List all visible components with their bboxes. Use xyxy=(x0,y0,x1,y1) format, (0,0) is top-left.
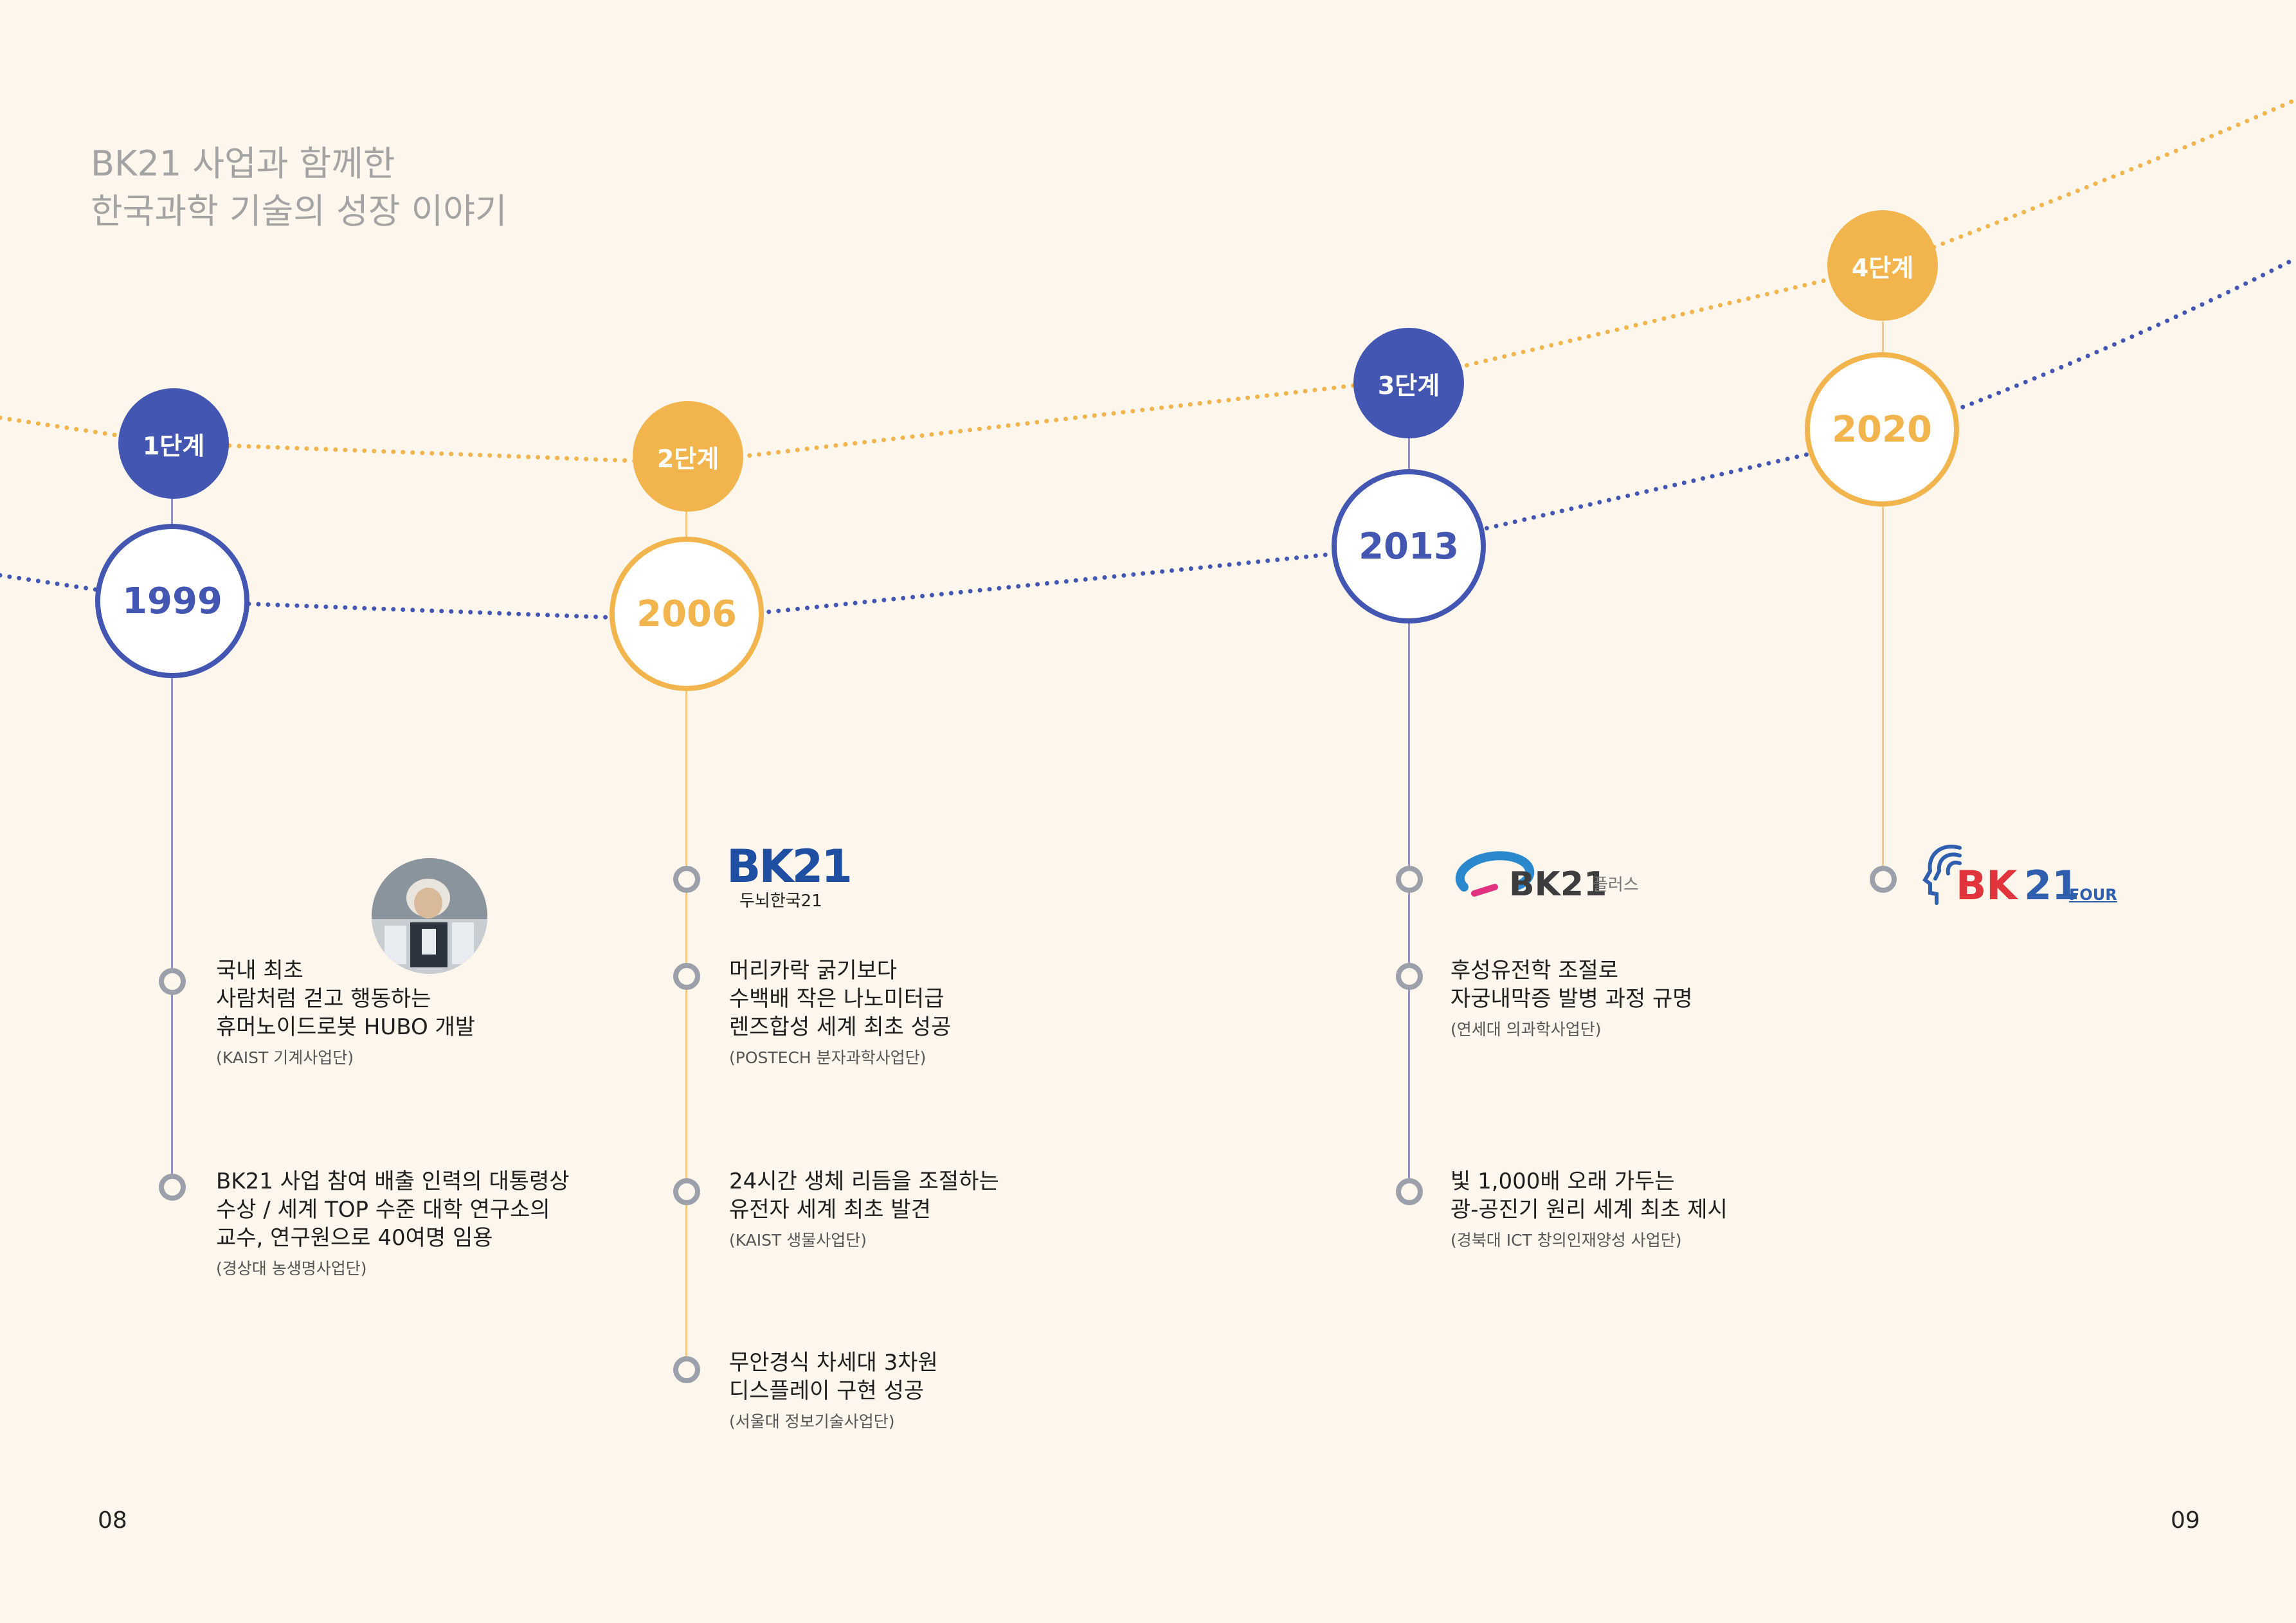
bk21-plus-logo: BK21 플러스 xyxy=(1450,847,1643,911)
entry-line: 24시간 생체 리듬을 조절하는 xyxy=(729,1169,999,1194)
phase2-badge: 2단계 xyxy=(633,401,743,512)
phase1-item1: 국내 최초 사람처럼 걷고 행동하는 휴머노이드로봇 HUBO 개발 (KAIS… xyxy=(216,956,615,1071)
bk21-logo-subtitle: 두뇌한국21 xyxy=(739,892,822,911)
bk21-logo-mark: BK21 xyxy=(727,840,853,893)
phase4-label: 4단계 xyxy=(1851,253,1914,282)
entry-line: 디스플레이 구현 성공 xyxy=(729,1378,925,1404)
entry-line: 휴머노이드로봇 HUBO 개발 xyxy=(216,1014,476,1040)
phase2-item2: 24시간 생체 리듬을 조절하는 유전자 세계 최초 발견 (KAIST 생물사… xyxy=(729,1167,1128,1253)
phase2-item2-bullet xyxy=(673,1178,700,1205)
title-line-2: 한국과학 기술의 성장 이야기 xyxy=(91,191,507,231)
phase3-label: 3단계 xyxy=(1377,371,1440,400)
bk21-logo: BK21 두뇌한국21 xyxy=(727,842,855,911)
phase2-item1-bullet xyxy=(673,963,700,990)
phase2-item3-bullet xyxy=(673,1356,700,1383)
phase1-item2-bullet xyxy=(159,1174,186,1201)
entry-line: 교수, 연구원으로 40여명 임용 xyxy=(216,1225,493,1251)
phase3-item2: 빛 1,000배 오래 가두는 광-공진기 원리 세계 최초 제시 (경북대 I… xyxy=(1451,1167,1849,1253)
phase4-badge: 4단계 xyxy=(1827,210,1938,321)
year-1999: 1999 xyxy=(122,580,222,622)
entry-line: 렌즈합성 세계 최초 성공 xyxy=(729,1014,952,1040)
phase3-logo-bullet xyxy=(1396,866,1423,893)
bk21-four-subtitle: FOUR xyxy=(2069,886,2117,904)
entry-line: 광-공진기 원리 세계 최초 제시 xyxy=(1451,1197,1728,1223)
phase2-item3: 무안경식 차세대 3차원 디스플레이 구현 성공 (서울대 정보기술사업단) xyxy=(729,1349,1128,1435)
entry-line: 후성유전학 조절로 xyxy=(1451,958,1619,983)
entry-line: 수백배 작은 나노미터급 xyxy=(729,986,945,1012)
entry-line: 머리카락 굵기보다 xyxy=(729,958,898,983)
phase2-logo-bullet xyxy=(673,866,700,893)
phase1-item1-bullet xyxy=(159,968,186,995)
entry-source: (KAIST 기계사업단) xyxy=(216,1048,354,1067)
entry-line: 국내 최초 xyxy=(216,958,303,983)
bk21-four-num: 21 xyxy=(2024,862,2080,909)
page-number-left: 08 xyxy=(98,1507,127,1534)
entry-source: (경북대 ICT 창의인재양성 사업단) xyxy=(1451,1231,1682,1250)
year-1999-circle: 1999 xyxy=(95,524,249,678)
phase2-connector xyxy=(685,511,687,1372)
phase3-item2-bullet xyxy=(1396,1178,1423,1205)
phase1-badge: 1단계 xyxy=(118,388,229,499)
phase3-connector xyxy=(1408,437,1410,1189)
bk21-four-logo: BK 21 FOUR xyxy=(1922,839,2117,913)
bk21-four-bk: BK xyxy=(1956,862,2018,909)
phase3-badge: 3단계 xyxy=(1353,328,1464,438)
bk21-four-head-icon xyxy=(1922,845,1962,905)
page-number-right: 09 xyxy=(2171,1507,2200,1534)
entry-line: 수상 / 세계 TOP 수준 대학 연구소의 xyxy=(216,1197,550,1223)
title-line-1: BK21 사업과 함께한 xyxy=(91,143,395,184)
entry-source: (POSTECH 분자과학사업단) xyxy=(729,1048,927,1067)
bk21-plus-subtitle: 플러스 xyxy=(1593,875,1639,895)
phase1-connector xyxy=(171,495,173,1189)
bk21-plus-mark: BK21 xyxy=(1509,865,1607,904)
entry-source: (경상대 농생명사업단) xyxy=(216,1259,367,1278)
entry-line: 자궁내막증 발병 과정 규명 xyxy=(1451,986,1693,1012)
year-2020-circle: 2020 xyxy=(1805,352,1959,507)
entry-source: (서울대 정보기술사업단) xyxy=(729,1412,895,1431)
entry-source: (연세대 의과학사업단) xyxy=(1451,1020,1602,1039)
phase2-label: 2단계 xyxy=(656,444,719,473)
phase4-logo-bullet xyxy=(1870,866,1897,893)
phase3-item1: 후성유전학 조절로 자궁내막증 발병 과정 규명 (연세대 의과학사업단) xyxy=(1451,956,1849,1043)
phase4-connector xyxy=(1882,321,1884,881)
entry-line: 유전자 세계 최초 발견 xyxy=(729,1197,931,1223)
year-2020: 2020 xyxy=(1832,408,1932,451)
phase2-item1: 머리카락 굵기보다 수백배 작은 나노미터급 렌즈합성 세계 최초 성공 (PO… xyxy=(729,956,1128,1071)
year-2006: 2006 xyxy=(637,593,737,635)
year-2013-circle: 2013 xyxy=(1332,469,1486,623)
entry-line: 빛 1,000배 오래 가두는 xyxy=(1451,1169,1675,1194)
entry-source: (KAIST 생물사업단) xyxy=(729,1231,867,1250)
entry-line: 무안경식 차세대 3차원 xyxy=(729,1350,938,1376)
entry-line: 사람처럼 걷고 행동하는 xyxy=(216,986,431,1012)
phase3-item1-bullet xyxy=(1396,963,1423,990)
phase1-item2: BK21 사업 참여 배출 인력의 대통령상 수상 / 세계 TOP 수준 대학… xyxy=(216,1167,615,1282)
year-2013: 2013 xyxy=(1359,525,1459,568)
entry-line: BK21 사업 참여 배출 인력의 대통령상 xyxy=(216,1169,570,1194)
page-title: BK21 사업과 함께한 한국과학 기술의 성장 이야기 xyxy=(91,140,507,235)
bk21-plus-swirl-icon xyxy=(1455,851,1535,897)
year-2006-circle: 2006 xyxy=(610,537,764,691)
hubo-robot-photo xyxy=(372,858,487,974)
phase1-label: 1단계 xyxy=(142,431,205,460)
